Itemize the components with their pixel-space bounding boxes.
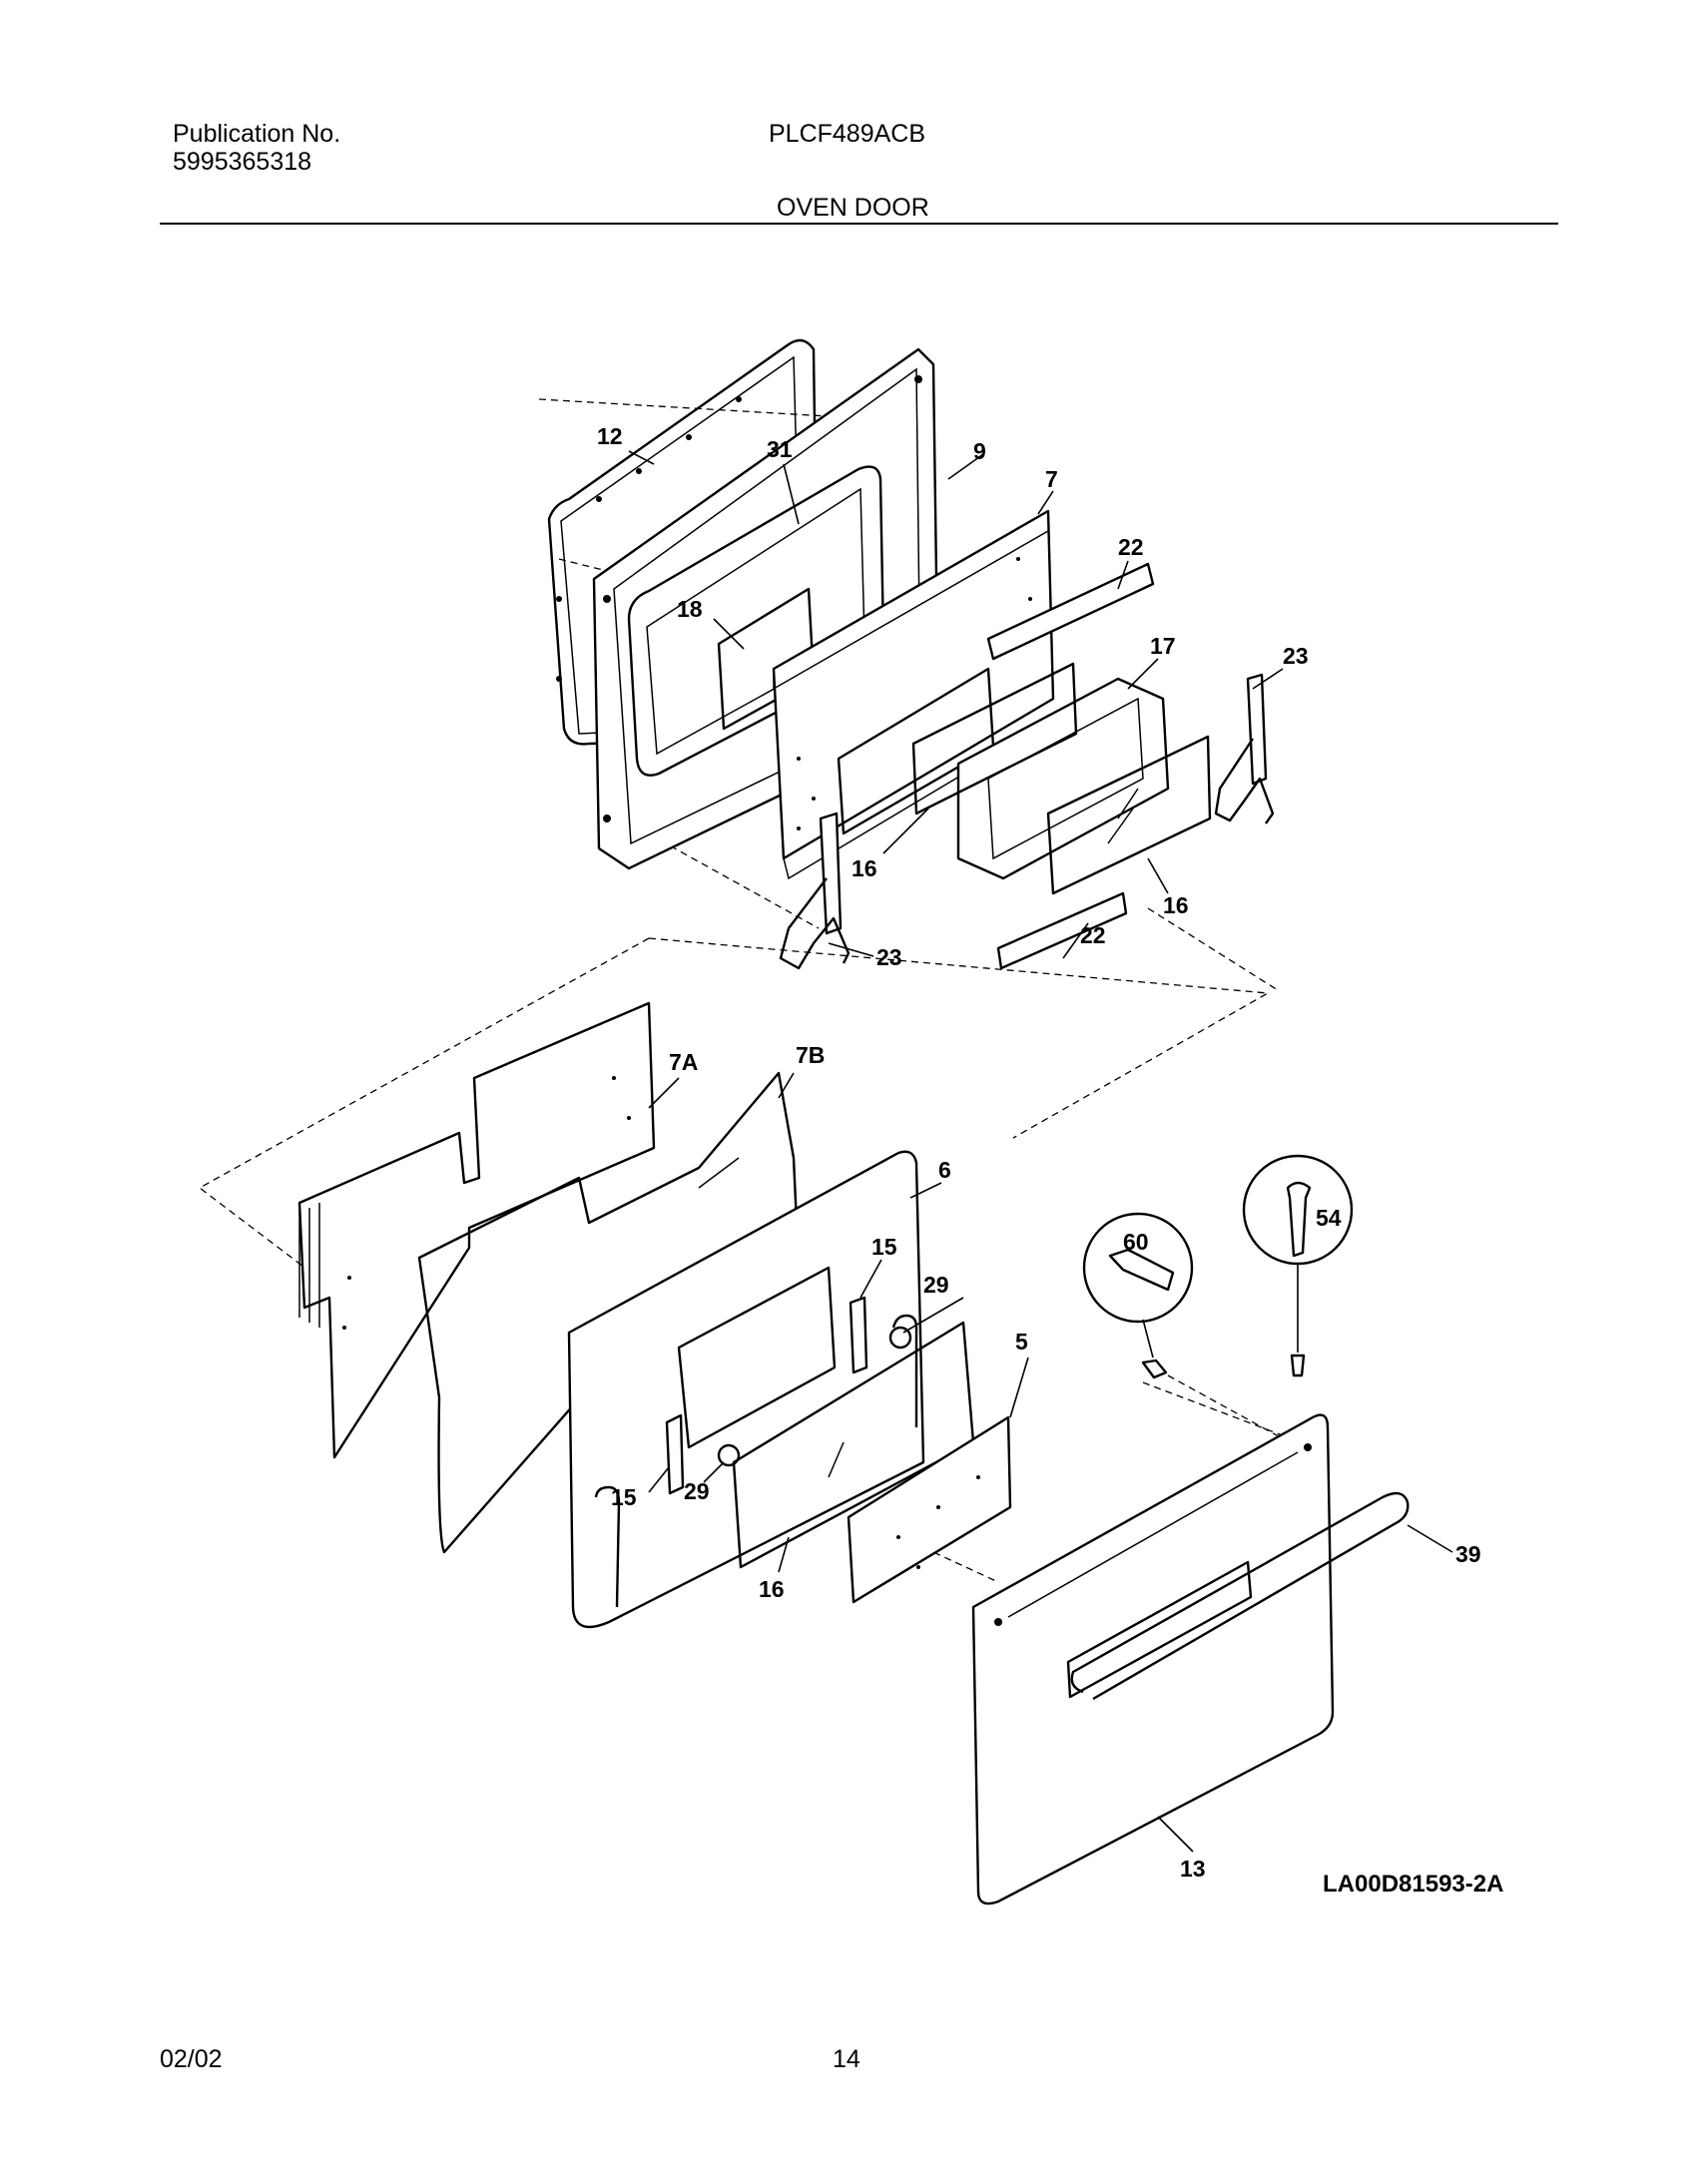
callout-6: 6 bbox=[938, 1157, 951, 1183]
page-number: 14 bbox=[833, 2045, 860, 2073]
header-rule bbox=[160, 223, 1558, 225]
part-22-lower-bracket bbox=[996, 891, 1128, 970]
callout-5: 5 bbox=[1015, 1329, 1028, 1355]
callout-9: 9 bbox=[973, 438, 986, 464]
callout-7b: 7B bbox=[796, 1042, 825, 1068]
part-23-hinge-right bbox=[1214, 673, 1275, 824]
part-17-window-frame bbox=[956, 677, 1170, 880]
part-6-inner-door-panel bbox=[567, 1150, 925, 1629]
callout-12: 12 bbox=[597, 423, 623, 449]
callout-16-upper-left: 16 bbox=[852, 855, 877, 881]
part-15-trim-strips bbox=[665, 1296, 868, 1495]
callout-16-lower: 16 bbox=[759, 1576, 785, 1602]
diagram-reference-code: LA00D81593-2A bbox=[1323, 1871, 1503, 1898]
part-54-screw bbox=[1242, 1154, 1354, 1377]
callout-29-lower: 29 bbox=[684, 1478, 710, 1504]
footer-date: 02/02 bbox=[160, 2045, 223, 2073]
part-23-hinge-left bbox=[779, 812, 851, 970]
callout-22-lower: 22 bbox=[1080, 922, 1106, 948]
callout-22-upper: 22 bbox=[1118, 534, 1144, 560]
part-7b-glass-shield bbox=[417, 1071, 801, 1554]
part-39-door-handle bbox=[1070, 1491, 1410, 1701]
callout-23-left: 23 bbox=[876, 944, 902, 970]
part-60-screw bbox=[1082, 1212, 1194, 1379]
callout-7a: 7A bbox=[669, 1049, 698, 1075]
publication-number: 5995365318 bbox=[173, 148, 312, 176]
part-16-glass-upper bbox=[911, 662, 1212, 895]
callout-60: 60 bbox=[1123, 1229, 1149, 1255]
part-7a-insulation bbox=[297, 1001, 656, 1459]
callout-17: 17 bbox=[1150, 633, 1176, 659]
part-5-insulation-pad bbox=[847, 1415, 1012, 1604]
callout-13: 13 bbox=[1180, 1856, 1206, 1882]
callout-15-lower: 15 bbox=[611, 1484, 637, 1510]
callout-leader-lines bbox=[628, 450, 1453, 1853]
callout-23-right: 23 bbox=[1283, 643, 1309, 669]
part-callouts: 12 31 9 7 22 18 17 23 16 16 23 22 7A 7B … bbox=[597, 423, 1503, 1898]
section-title: OVEN DOOR bbox=[777, 194, 929, 222]
callout-18: 18 bbox=[677, 596, 703, 622]
callout-39: 39 bbox=[1455, 1541, 1481, 1567]
publication-label: Publication No. bbox=[173, 120, 341, 148]
callout-7: 7 bbox=[1045, 466, 1058, 492]
callout-54: 54 bbox=[1316, 1205, 1342, 1231]
callout-15-upper: 15 bbox=[871, 1234, 897, 1260]
callout-29-upper: 29 bbox=[923, 1272, 949, 1298]
callout-31: 31 bbox=[767, 436, 793, 462]
part-29-bushings bbox=[717, 1326, 912, 1467]
part-22-upper-bracket bbox=[986, 562, 1155, 661]
model-number: PLCF489ACB bbox=[769, 120, 926, 148]
callout-16-upper-right: 16 bbox=[1163, 892, 1189, 918]
part-13-outer-door-panel bbox=[971, 1413, 1335, 1906]
